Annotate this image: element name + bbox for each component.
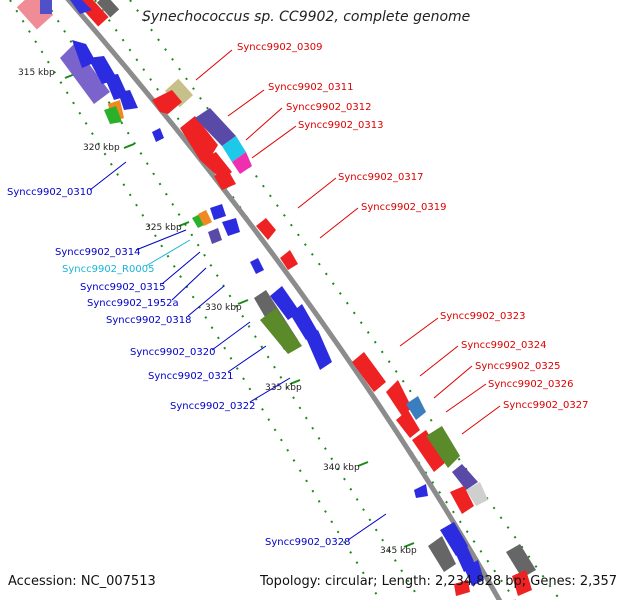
gene-arrow[interactable] xyxy=(104,106,122,124)
gene-label[interactable]: Syncc9902_0315 xyxy=(80,282,166,293)
gene-label[interactable]: Syncc9902_0310 xyxy=(7,187,93,198)
gene-arrow[interactable] xyxy=(428,536,456,572)
gene-block[interactable] xyxy=(16,0,54,30)
gene-block[interactable] xyxy=(71,0,109,27)
kbp-tick-label: 315 kbp xyxy=(18,68,55,78)
gene-arrow[interactable] xyxy=(222,218,240,236)
gene-arrow[interactable] xyxy=(198,210,212,226)
gene-arrow[interactable] xyxy=(306,330,332,370)
gene-label[interactable]: Syncc9902_0318 xyxy=(106,315,192,326)
gene-label[interactable]: Syncc9902_0312 xyxy=(286,102,372,113)
gene-labels-minus: Syncc9902_0310 Syncc9902_0314 Syncc9902_… xyxy=(7,187,351,548)
gene-label[interactable]: Syncc9902_0326 xyxy=(488,379,574,390)
gene-block[interactable] xyxy=(40,0,52,14)
gene-arrow[interactable] xyxy=(406,396,426,420)
topology-text: Topology: circular; Length: 2,234,828 bp… xyxy=(260,574,617,589)
gene-arrow[interactable] xyxy=(260,308,302,354)
gene-label[interactable]: Syncc9902_0320 xyxy=(130,347,216,358)
gene-label[interactable]: Syncc9902_0321 xyxy=(148,371,234,382)
gene-arrow[interactable] xyxy=(152,90,182,114)
kbp-tick-label: 320 kbp xyxy=(83,143,120,153)
leader-lines-plus xyxy=(195,49,501,435)
gene-arrow[interactable] xyxy=(60,44,110,104)
gene-label[interactable]: Syncc9902_0323 xyxy=(440,311,526,322)
gene-arrow[interactable] xyxy=(214,170,236,190)
gene-label[interactable]: Syncc9902_0313 xyxy=(298,120,384,131)
gene-arrow[interactable] xyxy=(192,214,206,228)
gene-label[interactable]: Syncc9902_0322 xyxy=(170,401,256,412)
gene-arrow[interactable] xyxy=(152,128,164,142)
gene-arrow[interactable] xyxy=(290,304,318,340)
guide-line-inner-minus xyxy=(44,0,421,600)
gene-arrow[interactable] xyxy=(232,152,252,174)
gene-arrow[interactable] xyxy=(352,352,386,392)
gene-arrow[interactable] xyxy=(118,90,138,110)
kbp-tick-label: 340 kbp xyxy=(323,463,360,473)
gene-arrow[interactable] xyxy=(280,250,298,270)
gene-arrow[interactable] xyxy=(222,136,246,162)
gene-arrow[interactable] xyxy=(250,258,264,274)
gene-label[interactable]: Syncc9902_0314 xyxy=(55,247,141,258)
gene-arrow[interactable] xyxy=(208,228,222,244)
gene-arrow[interactable] xyxy=(412,430,446,472)
gene-arrow[interactable] xyxy=(270,286,300,320)
gene-label[interactable]: Syncc9902_0327 xyxy=(503,400,589,411)
kbp-tick-label: 335 kbp xyxy=(265,383,302,393)
gene-arrow[interactable] xyxy=(512,570,532,596)
page-title: Synechococcus sp. CC9902, complete genom… xyxy=(142,9,471,25)
gene-arrow[interactable] xyxy=(450,486,474,514)
leader-lines-minus xyxy=(89,161,387,541)
kbp-tick-label: 330 kbp xyxy=(205,303,242,313)
gene-label[interactable]: Syncc9902_R0005 xyxy=(62,264,154,275)
scale-ticks xyxy=(64,73,415,548)
gene-arrow[interactable] xyxy=(414,484,428,498)
kbp-tick-label: 325 kbp xyxy=(145,223,182,233)
gene-arrow[interactable] xyxy=(195,108,236,146)
genome-backbone xyxy=(65,0,503,600)
accession-text: Accession: NC_007513 xyxy=(8,574,156,589)
gene-label[interactable]: Syncc9902_0324 xyxy=(461,340,547,351)
gene-arrow[interactable] xyxy=(386,380,412,416)
gene-label[interactable]: Syncc9902_0311 xyxy=(268,82,354,93)
kbp-tick-labels: 315 kbp 320 kbp 325 kbp 330 kbp 335 kbp … xyxy=(18,68,417,556)
gene-label[interactable]: Syncc9902_0325 xyxy=(475,361,561,372)
gene-arrow[interactable] xyxy=(452,464,478,490)
gene-block[interactable] xyxy=(164,78,194,108)
gene-arrow[interactable] xyxy=(464,560,484,586)
gene-label[interactable]: Syncc9902_1952a xyxy=(87,298,179,309)
genes-minus-strand xyxy=(16,0,484,596)
gene-arrow[interactable] xyxy=(70,0,92,14)
gene-arrow[interactable] xyxy=(210,204,226,220)
gene-arrow[interactable] xyxy=(396,410,420,438)
guide-lines xyxy=(9,0,561,600)
gene-arrow[interactable] xyxy=(466,482,488,506)
gene-block[interactable] xyxy=(96,0,120,18)
genes-plus-strand xyxy=(71,0,536,596)
gene-labels-plus: Syncc9902_0309 Syncc9902_0311 Syncc9902_… xyxy=(237,42,589,411)
gene-label[interactable]: Syncc9902_0309 xyxy=(237,42,323,53)
gene-label[interactable]: Syncc9902_0319 xyxy=(361,202,447,213)
gene-arrow[interactable] xyxy=(506,544,536,578)
gene-arrow[interactable] xyxy=(454,580,470,596)
gene-label[interactable]: Syncc9902_0317 xyxy=(338,172,424,183)
gene-arrow[interactable] xyxy=(180,116,218,160)
gene-label[interactable]: Syncc9902_0328 xyxy=(265,537,351,548)
genome-map: 315 kbp 320 kbp 325 kbp 330 kbp 335 kbp … xyxy=(7,0,589,600)
kbp-tick-label: 345 kbp xyxy=(380,546,417,556)
gene-arrow[interactable] xyxy=(256,218,276,240)
gene-arrow[interactable] xyxy=(426,426,460,468)
